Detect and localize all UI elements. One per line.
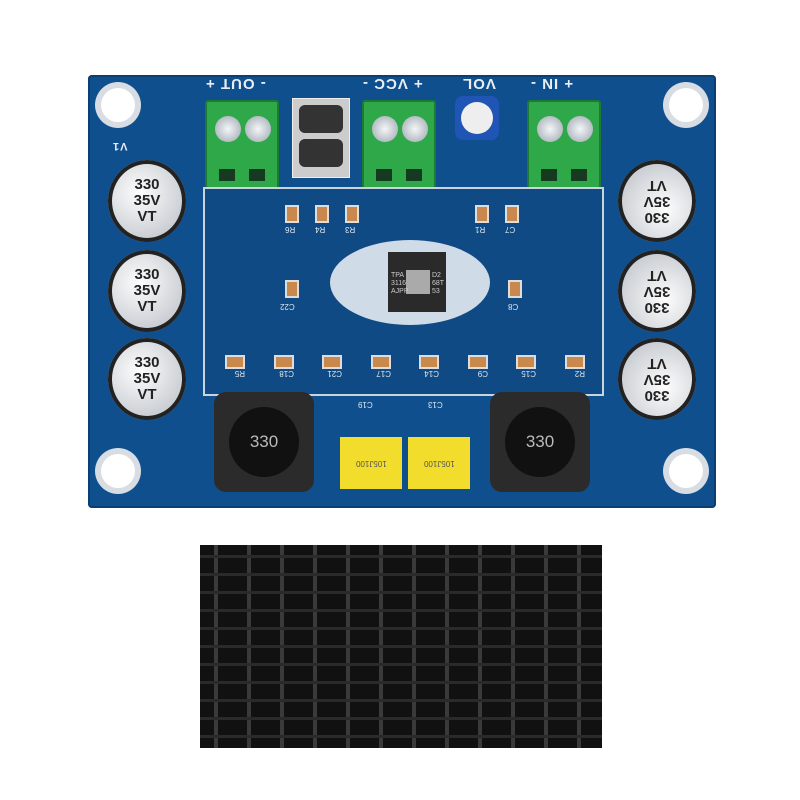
ref-label: C9 — [477, 369, 488, 378]
ref-label: C13 — [428, 400, 443, 409]
mount-hole — [101, 454, 135, 488]
ref-label: R3 — [345, 225, 356, 234]
capacitor-smd — [508, 280, 522, 298]
ref-label: R4 — [315, 225, 326, 234]
capacitor-smd — [285, 280, 299, 298]
vol-label: VOL — [462, 75, 496, 92]
heatsink-fin — [200, 663, 602, 666]
ref-label: C18 — [278, 369, 294, 378]
vcc-terminal[interactable] — [362, 100, 436, 189]
heatsink-fin — [200, 735, 602, 738]
v1-label: V1 — [112, 140, 128, 152]
heatsink-fin — [200, 645, 602, 648]
heatsink-fin — [200, 627, 602, 630]
heatsink-fin — [200, 591, 602, 594]
mount-hole — [669, 88, 703, 122]
heatsink — [200, 545, 602, 748]
film-capacitor: 105J100 — [408, 437, 470, 489]
resistor — [285, 205, 299, 223]
heatsink-fin — [200, 681, 602, 684]
inductor: 330 — [490, 392, 590, 492]
diodes — [292, 98, 350, 178]
ref-label: C14 — [424, 369, 440, 378]
ref-label: C19 — [358, 400, 373, 409]
ref-label: R1 — [475, 225, 486, 234]
ref-label: R2 — [574, 369, 585, 378]
ref-label: C8 — [508, 302, 519, 311]
mount-hole — [101, 88, 135, 122]
ref-label: C22 — [280, 302, 295, 311]
ref-label: C21 — [327, 369, 343, 378]
heatsink-fin — [200, 717, 602, 720]
vcc-label: + VCC - — [362, 75, 423, 92]
input-terminal[interactable] — [527, 100, 601, 189]
capacitor-smd — [505, 205, 519, 223]
film-capacitor: 105J100 — [340, 437, 402, 489]
in-label: + IN - — [530, 75, 574, 92]
heatsink-fin — [200, 573, 602, 576]
ref-label: R6 — [285, 225, 296, 234]
ref-label: C15 — [521, 369, 537, 378]
ref-label: C7 — [505, 225, 516, 234]
resistor — [475, 205, 489, 223]
inductor: 330 — [214, 392, 314, 492]
heatsink-fin — [200, 609, 602, 612]
heatsink-fin — [200, 555, 602, 558]
mount-hole — [669, 454, 703, 488]
output-terminal[interactable] — [205, 100, 279, 189]
out-label: - OUT + — [205, 75, 266, 92]
ref-label: C17 — [376, 369, 391, 378]
resistor — [315, 205, 329, 223]
resistor — [345, 205, 359, 223]
bottom-components: R5 C18 C21 C17 C14 C9 C15 R2 — [225, 355, 585, 378]
heatsink-fin — [200, 699, 602, 702]
volume-potentiometer[interactable] — [455, 96, 499, 140]
ref-label: R5 — [234, 369, 245, 378]
